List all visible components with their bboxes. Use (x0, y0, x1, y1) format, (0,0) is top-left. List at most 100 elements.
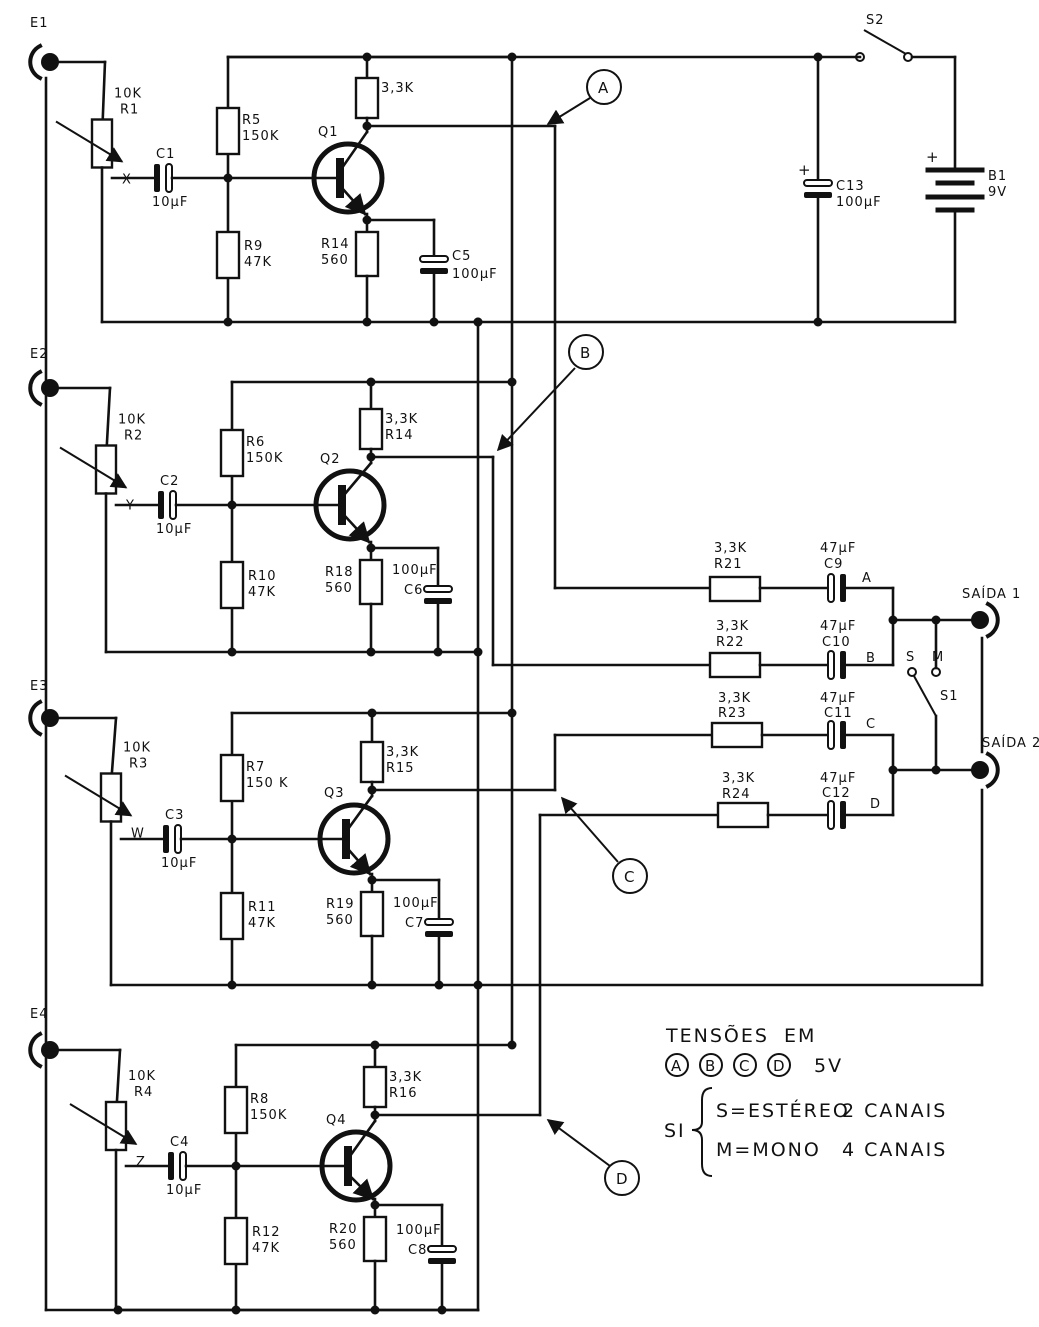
emitter-res-3-value: 560 (326, 913, 354, 928)
coupling-cap-1-name: C1 (156, 147, 175, 162)
test-point-b: B (580, 344, 591, 362)
c9-name: C9 (824, 557, 843, 572)
legend-point-c: C (739, 1057, 750, 1075)
emitter-res-2-name: R18 (325, 565, 354, 580)
coupling-cap-1-value: 10μF (152, 195, 188, 210)
s1-name: S1 (940, 689, 959, 704)
r21-value: 3,3K (714, 541, 747, 556)
test-point-d: D (616, 1170, 629, 1188)
coupling-cap-3 (163, 825, 169, 853)
pot-1 (90, 118, 114, 169)
amplifier-stage-2: E210KR2YC210μFR6150KR1047K3,3KR14Q2R1856… (28, 347, 517, 657)
emitter-cap-4-name: C8 (408, 1243, 427, 1258)
emitter-cap-4-value: 100μF (396, 1223, 442, 1238)
transistor-4-name: Q4 (326, 1113, 347, 1128)
bias-bottom-3-name: R11 (248, 900, 277, 915)
coupling-cap-4-value: 10μF (166, 1183, 202, 1198)
bias-top-1 (215, 106, 241, 156)
bias-top-2-value: 150K (246, 451, 283, 466)
input-label-3: E3 (30, 679, 49, 694)
r23-resistor (710, 721, 764, 749)
pot-3 (99, 772, 123, 823)
emitter-cap-4 (427, 1245, 457, 1253)
bias-top-1-value: 150K (242, 129, 279, 144)
transistor-3-name: Q3 (324, 786, 345, 801)
bias-top-3-name: R7 (246, 760, 265, 775)
r24-name: R24 (722, 787, 751, 802)
coupling-cap-4-name: C4 (170, 1135, 189, 1150)
bias-bottom-1-value: 47K (244, 255, 272, 270)
emitter-res-2 (358, 558, 384, 606)
c13-value: 100μF (836, 195, 882, 210)
legend-line2-key: M=MONO (716, 1139, 821, 1161)
s2-label: S2 (866, 13, 885, 28)
c13-name: C13 (836, 179, 865, 194)
emitter-cap-1 (419, 255, 449, 263)
emitter-cap-1-value: 100μF (452, 267, 498, 282)
collector-res-3-name: R15 (386, 761, 415, 776)
amplifier-stage-4: E410KR4ZC410μFR8150KR1247K3,3KR16Q4R2056… (28, 1007, 517, 1315)
bias-top-3-value: 150 K (246, 776, 288, 791)
legend-line2-value: 4 CANAIS (842, 1139, 947, 1161)
input-label-1: E1 (30, 16, 49, 31)
c10-node: B (866, 651, 876, 666)
bias-bottom-4-value: 47K (252, 1241, 280, 1256)
pot-4 (104, 1100, 128, 1152)
collector-res-3 (359, 740, 385, 784)
c12-name: C12 (822, 786, 851, 801)
pot-1-wiper: X (122, 173, 132, 188)
legend-point-d: D (773, 1057, 786, 1075)
legend-point-a: A (671, 1057, 682, 1075)
transistor-1 (311, 130, 385, 216)
pot-4-wiper: Z (136, 1155, 146, 1170)
emitter-cap-3-value: 100μF (393, 896, 439, 911)
c11-value: 47μF (820, 691, 856, 706)
bias-bottom-1-name: R9 (244, 239, 263, 254)
pot-4-name: R4 (134, 1085, 153, 1100)
collector-res-2-name: R14 (385, 428, 414, 443)
r21-name: R21 (714, 557, 743, 572)
pot-1-name: R1 (120, 103, 139, 118)
legend-title-word2: EM (784, 1025, 816, 1047)
legend-point-b: B (705, 1057, 716, 1075)
c11-node: C (866, 717, 876, 732)
transistor-2 (313, 461, 387, 544)
battery-voltage: 9V (988, 185, 1007, 200)
c11-name: C11 (824, 706, 853, 721)
c9-node: A (862, 571, 872, 586)
legend-switch-label: SI (664, 1120, 686, 1142)
emitter-cap-2-name: C6 (404, 583, 423, 598)
test-point-a: A (598, 79, 609, 97)
emitter-res-3-name: R19 (326, 897, 355, 912)
r21-resistor (708, 575, 762, 603)
pot-1-value: 10K (114, 87, 142, 102)
emitter-res-1-value: 560 (321, 253, 349, 268)
r22-name: R22 (716, 635, 745, 650)
s1-pos-s: S (906, 650, 915, 665)
collector-res-4-value: 3,3K (389, 1070, 422, 1085)
bias-bottom-2-value: 47K (248, 585, 276, 600)
pot-2 (94, 444, 118, 495)
bias-top-2-name: R6 (246, 435, 265, 450)
legend-voltage: 5V (814, 1055, 843, 1077)
power-section: S2 + B1 9V + C13 100μF (226, 13, 1007, 327)
bias-bottom-1 (215, 230, 241, 280)
r24-resistor (716, 801, 770, 829)
emitter-res-4-value: 560 (329, 1238, 357, 1253)
output2-label: SAÍDA 2 (982, 735, 1039, 751)
legend-line1-value: 2 CANAIS (842, 1100, 947, 1122)
collector-res-4 (362, 1065, 388, 1109)
input-label-2: E2 (30, 347, 49, 362)
collector-res-4-name: R16 (389, 1086, 418, 1101)
r23-name: R23 (718, 706, 747, 721)
mix-section: SAÍDA 1 SAÍDA 2 S M S1 3,3K R21 3,3K R22… (476, 541, 1039, 987)
bias-top-1-name: R5 (242, 113, 261, 128)
r22-resistor (708, 651, 762, 679)
bias-bottom-3 (219, 891, 245, 941)
emitter-cap-2 (423, 585, 453, 593)
c12-node: D (870, 797, 881, 812)
